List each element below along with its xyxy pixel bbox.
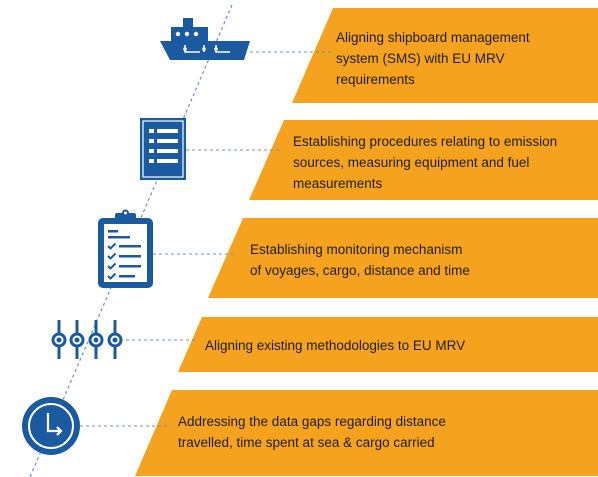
sliders-icon: [51, 320, 123, 359]
step-1-line-1: Aligning shipboard management: [336, 30, 530, 45]
step-text-5: Addressing the data gaps regarding dista…: [178, 411, 446, 453]
step-text-1: Aligning shipboard management system (SM…: [336, 27, 530, 90]
step-2-line-2: sources, measuring equipment and fuel: [293, 155, 530, 170]
step-band-3: [208, 218, 598, 298]
diagonal-guide-line: [29, 4, 233, 477]
clipboard-checklist-icon: [98, 209, 153, 288]
step-band-1: [292, 8, 598, 103]
step-1-line-3: requirements: [336, 72, 415, 87]
ship-icon: [160, 18, 250, 60]
step-2-line-3: measurements: [293, 176, 383, 191]
step-3-line-2: of voyages, cargo, distance and time: [250, 263, 470, 278]
step-5-line-1: Addressing the data gaps regarding dista…: [178, 414, 446, 429]
clock-icon: [22, 397, 80, 455]
step-band-4: [178, 317, 598, 372]
step-2-line-1: Establishing procedures relating to emis…: [293, 134, 558, 149]
step-band-2: [249, 120, 598, 200]
step-4-line-1: Aligning existing methodologies to EU MR…: [205, 338, 466, 353]
step-1-line-2: system (SMS) with EU MRV: [336, 51, 505, 66]
document-list-icon: [140, 118, 186, 180]
step-text-3: Establishing monitoring mechanism of voy…: [250, 239, 470, 281]
step-text-4: Aligning existing methodologies to EU MR…: [205, 335, 465, 356]
step-text-2: Establishing procedures relating to emis…: [293, 131, 557, 194]
step-5-line-2: travelled, time spent at sea & cargo car…: [178, 435, 435, 450]
step-band-5: [135, 390, 598, 476]
step-3-line-1: Establishing monitoring mechanism: [250, 242, 463, 257]
